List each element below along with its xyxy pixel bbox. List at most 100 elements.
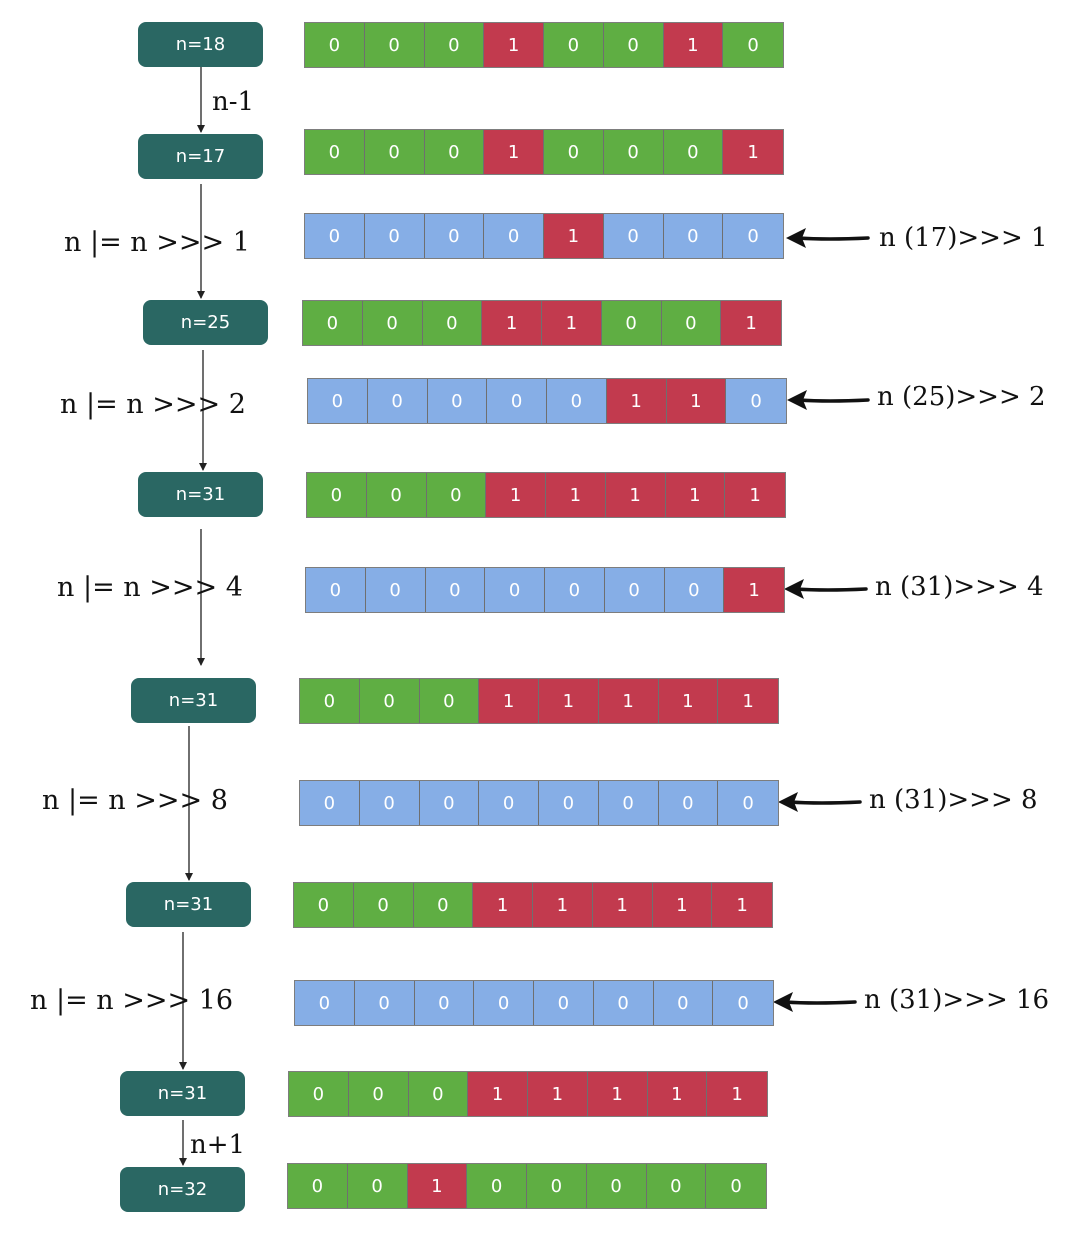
bit-cell: 0: [419, 679, 480, 723]
bit-cell: 0: [408, 1072, 469, 1116]
bit-cell: 0: [663, 130, 724, 174]
pointer-arrow: [778, 792, 862, 812]
bit-cell: 0: [527, 1164, 587, 1208]
bit-cell: 1: [542, 301, 602, 345]
bit-cell: 1: [605, 473, 666, 517]
bit-cell: 0: [723, 23, 783, 67]
bit-cell: 0: [359, 781, 420, 825]
bit-cell: 1: [666, 379, 727, 423]
bit-cell: 1: [546, 473, 606, 517]
bit-cell: 1: [482, 301, 542, 345]
bit-cell: 0: [347, 1164, 408, 1208]
pointer-arrow: [773, 992, 857, 1012]
bit-cell: 1: [718, 679, 778, 723]
bit-cell: 0: [307, 473, 367, 517]
bit-cell: 0: [306, 568, 366, 612]
pointer-arrow: [786, 228, 870, 248]
bit-cell: 0: [305, 130, 365, 174]
bit-cell: 0: [359, 679, 420, 723]
bit-cell: 0: [364, 214, 425, 258]
bit-cell: 0: [295, 981, 355, 1025]
bit-cell: 1: [528, 1072, 588, 1116]
bit-cell: 0: [474, 981, 534, 1025]
bit-cell: 0: [718, 781, 778, 825]
bit-cell: 0: [422, 301, 483, 345]
bit-cell: 0: [414, 981, 475, 1025]
bit-cell: 0: [604, 568, 665, 612]
node-box: n=18: [138, 22, 263, 67]
shift-annotation: n (31)>>> 4: [875, 572, 1044, 602]
bit-cell: 0: [424, 130, 485, 174]
bit-cell: 0: [479, 781, 539, 825]
bit-cell: 0: [646, 1164, 707, 1208]
bit-cell: 0: [663, 214, 724, 258]
operation-label: n |= n >>> 2: [60, 389, 246, 420]
node-box: n=31: [120, 1071, 245, 1116]
bit-cell: 0: [367, 379, 428, 423]
bit-cell: 0: [424, 23, 485, 67]
bit-cell: 1: [486, 473, 546, 517]
bit-cell: 0: [484, 214, 544, 258]
pointer-arrow: [787, 390, 870, 410]
shift-annotation: n (17)>>> 1: [879, 223, 1048, 253]
bit-cell: 0: [354, 981, 415, 1025]
node-box: n=17: [138, 134, 263, 179]
bit-cell: 0: [364, 130, 425, 174]
bit-cell: 1: [407, 1164, 468, 1208]
bit-cell: 1: [544, 214, 604, 258]
bit-cell: 1: [539, 679, 599, 723]
bit-cell: 0: [413, 883, 474, 927]
bit-cell: 0: [467, 1164, 527, 1208]
bit-cell: 0: [300, 679, 360, 723]
pointer-arrow: [784, 579, 868, 599]
node-box: n=31: [126, 882, 251, 927]
bit-cell: 0: [362, 301, 423, 345]
bit-cell: 0: [294, 883, 354, 927]
bit-cell: 1: [468, 1072, 528, 1116]
bit-cell: 0: [593, 981, 654, 1025]
operation-label: n |= n >>> 4: [57, 572, 243, 603]
bit-cell: 0: [545, 568, 605, 612]
bit-cell: 1: [652, 883, 713, 927]
bit-cell: 0: [348, 1072, 409, 1116]
node-box: n=32: [120, 1167, 245, 1212]
bit-cell: 1: [725, 473, 785, 517]
node-box: n=31: [138, 472, 263, 517]
bit-cell: 1: [663, 23, 724, 67]
bit-cell: 0: [539, 781, 599, 825]
bit-cell: 0: [723, 214, 783, 258]
bit-cell: 1: [658, 679, 719, 723]
bit-cell: 1: [606, 379, 667, 423]
operation-label: n |= n >>> 16: [30, 985, 234, 1016]
bit-cell: 0: [661, 301, 722, 345]
bit-cell: 1: [721, 301, 781, 345]
operation-label: n-1: [212, 87, 255, 117]
bit-cell: 0: [288, 1164, 348, 1208]
bit-cell: 0: [706, 1164, 766, 1208]
bit-cell: 0: [353, 883, 414, 927]
bit-cell: 0: [544, 130, 604, 174]
bit-cell: 0: [487, 379, 547, 423]
bit-cell: 0: [547, 379, 607, 423]
bit-cell: 1: [723, 130, 783, 174]
bit-cell: 0: [303, 301, 363, 345]
bit-cell: 0: [603, 23, 664, 67]
bit-cell: 1: [598, 679, 659, 723]
bit-cell: 0: [308, 379, 368, 423]
bit-cell: 0: [726, 379, 786, 423]
bit-cell: 0: [544, 23, 604, 67]
bit-cell: 1: [484, 23, 544, 67]
bit-cell: 1: [712, 883, 772, 927]
bit-cell: 1: [707, 1072, 767, 1116]
